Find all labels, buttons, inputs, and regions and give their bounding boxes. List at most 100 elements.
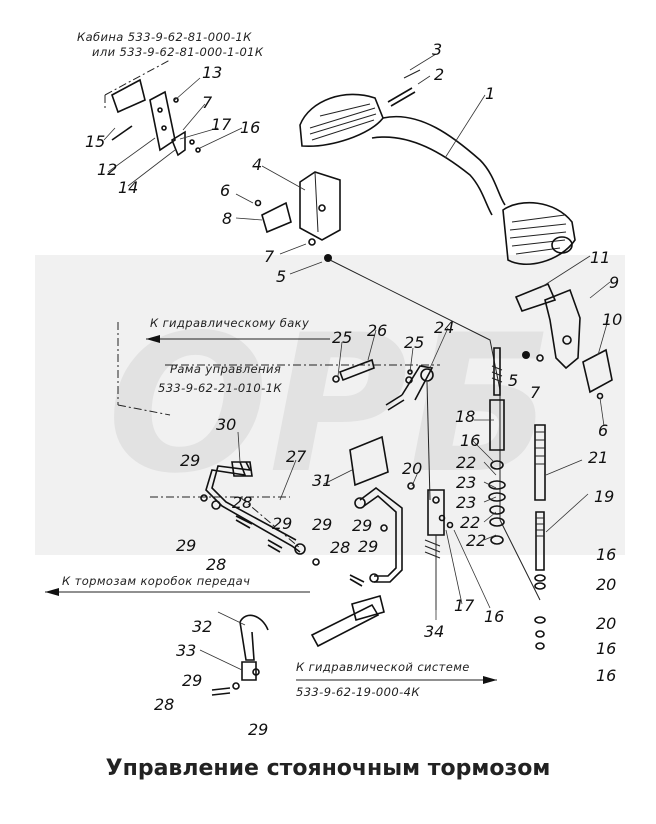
bracket-part-9 xyxy=(514,282,581,370)
bolt-part-6-top xyxy=(254,199,262,207)
callout-15: 15 xyxy=(85,132,105,151)
callout-34: 34 xyxy=(424,622,444,641)
leader-lines xyxy=(103,53,611,671)
hose-part-32 xyxy=(232,595,385,690)
callout-5-top: 5 xyxy=(276,267,286,286)
callout-18: 18 xyxy=(455,407,475,426)
cabin-outline xyxy=(104,59,171,110)
spring-rod-part-18 xyxy=(488,347,506,545)
pipe-part-27 xyxy=(200,461,320,566)
rod-part-19 xyxy=(535,511,545,571)
callout-29-g: 29 xyxy=(182,671,202,690)
callout-9: 9 xyxy=(609,273,619,292)
note-to-tank: К гидравлическому баку xyxy=(150,316,309,330)
callout-20-r1: 20 xyxy=(596,575,616,594)
callout-10: 10 xyxy=(602,310,622,329)
callout-20-mid: 20 xyxy=(402,459,422,478)
diagram-caption: Управление стояночным тормозом xyxy=(105,756,551,781)
callout-11: 11 xyxy=(590,248,610,267)
callout-1: 1 xyxy=(485,84,495,103)
note-to-gearbox: К тормозам коробок передач xyxy=(62,574,250,588)
callout-29-a: 29 xyxy=(180,451,200,470)
washer-part-7-right xyxy=(536,354,544,362)
callout-16-r1: 16 xyxy=(596,545,616,564)
callout-23-a: 23 xyxy=(456,473,476,492)
callout-4: 4 xyxy=(252,155,262,174)
arrow-to-tank xyxy=(146,335,330,343)
callout-25-left: 25 xyxy=(332,328,352,347)
callout-32: 32 xyxy=(192,617,212,636)
callout-16-low: 16 xyxy=(484,607,504,626)
callout-29-c: 29 xyxy=(272,514,292,533)
plate-part-31 xyxy=(349,435,389,487)
callout-21: 21 xyxy=(588,448,608,467)
callout-27: 27 xyxy=(286,447,307,466)
arrow-to-gearbox xyxy=(45,588,310,596)
watermark-text: ОРБ xyxy=(107,294,553,515)
watermark-background: ОРБ xyxy=(35,255,625,555)
callout-29-b: 29 xyxy=(176,536,196,555)
callout-25-right: 25 xyxy=(404,333,424,352)
callout-22-b: 22 xyxy=(460,513,480,532)
callout-8: 8 xyxy=(222,209,232,228)
rod-part-21 xyxy=(534,424,546,501)
bolts-part-28 xyxy=(211,515,365,696)
callout-28-d: 28 xyxy=(154,695,174,714)
callout-17-cabin: 17 xyxy=(211,115,232,134)
callout-28-b: 28 xyxy=(206,555,226,574)
callout-12: 12 xyxy=(97,160,117,179)
callout-24: 24 xyxy=(434,318,454,337)
bracket-part-4 xyxy=(299,171,341,241)
callout-29-h: 29 xyxy=(248,720,268,739)
bolt-part-20-mid xyxy=(407,482,415,490)
pedal-assembly xyxy=(299,93,576,266)
pin-part-2 xyxy=(387,69,421,107)
callout-29-e: 29 xyxy=(352,516,372,535)
callout-16-mid: 16 xyxy=(460,431,480,450)
callout-3: 3 xyxy=(432,40,442,59)
callout-14: 14 xyxy=(118,178,138,197)
plate-part-8 xyxy=(261,201,292,234)
callout-29-f: 29 xyxy=(358,537,378,556)
callout-7-top: 7 xyxy=(264,247,275,266)
callout-22-a: 22 xyxy=(456,453,476,472)
nut-part-5-right xyxy=(522,351,530,359)
callout-5-right: 5 xyxy=(508,371,518,390)
callout-13: 13 xyxy=(202,63,222,82)
callout-7-right: 7 xyxy=(530,383,541,402)
callout-6-top: 6 xyxy=(220,181,230,200)
callout-30: 30 xyxy=(216,415,236,434)
callout-26: 26 xyxy=(367,321,387,340)
note-frame-line2: 533-9-62-21-010-1К xyxy=(158,381,282,395)
control-cable xyxy=(329,259,541,601)
callout-22-c: 22 xyxy=(466,531,486,550)
callout-17-mid: 17 xyxy=(454,596,475,615)
callout-7-cabin: 7 xyxy=(202,93,213,112)
callout-2: 2 xyxy=(434,65,444,84)
arrow-to-system xyxy=(296,676,497,684)
note-system-code: 533-9-62-19-000-4К xyxy=(296,685,420,699)
callout-numbers: 1 2 3 4 6 8 7 5 11 9 10 5 7 6 13 7 17 16… xyxy=(85,40,622,739)
note-cabin-line2: или 533-9-62-81-000-1-01К xyxy=(92,45,264,59)
note-cabin-line1: Кабина 533-9-62-81-000-1К xyxy=(77,30,252,44)
callout-16-cabin: 16 xyxy=(240,118,260,137)
note-frame-line1: Рама управления xyxy=(170,362,281,376)
note-to-system: К гидравлической системе xyxy=(296,660,470,674)
callout-23-b: 23 xyxy=(456,493,476,512)
callout-28-c: 28 xyxy=(330,538,350,557)
washer-stack-right xyxy=(534,574,546,650)
hose-fittings-top xyxy=(332,358,434,501)
callout-16-r2: 16 xyxy=(596,639,616,658)
callout-28-a: 28 xyxy=(232,493,252,512)
callout-16-r3: 16 xyxy=(596,666,616,685)
callout-31: 31 xyxy=(312,471,332,490)
washer-part-7-top xyxy=(308,238,316,246)
callout-20-r2: 20 xyxy=(596,614,616,633)
callout-19: 19 xyxy=(594,487,614,506)
callout-33: 33 xyxy=(176,641,196,660)
callout-6-right: 6 xyxy=(598,421,608,440)
callout-29-d: 29 xyxy=(312,515,332,534)
cabin-bracket-parts xyxy=(111,78,201,157)
